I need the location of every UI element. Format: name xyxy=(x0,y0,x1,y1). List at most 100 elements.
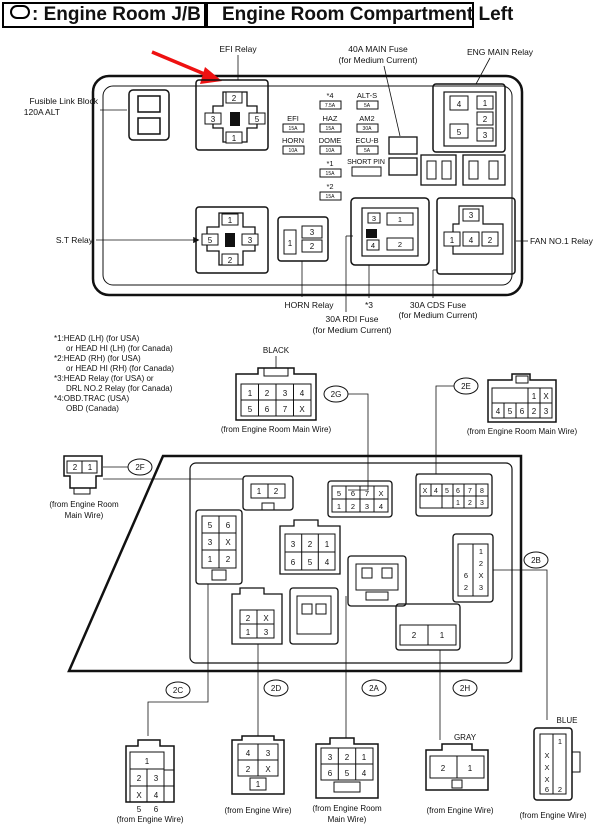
alt-120a-label: 120A ALT xyxy=(24,107,60,117)
header-title-left: : Engine Room J/B xyxy=(32,4,201,25)
eng-main-pin: 4 xyxy=(457,100,462,109)
connector-2d-pin: 4 xyxy=(246,749,251,758)
connector-2f-pin: 1 xyxy=(88,463,93,472)
inner-pin: 1 xyxy=(246,628,251,637)
inner-pin: 2 xyxy=(246,614,251,623)
inner-pin: 7 xyxy=(365,489,369,498)
horn-relay xyxy=(277,216,329,262)
connector-2g-pin: 2 xyxy=(265,389,270,398)
lower-block-outline xyxy=(67,454,523,673)
connector-2h-tag xyxy=(452,679,478,697)
connector-2a-id: 2A xyxy=(369,684,379,693)
connector-2g-pin: 3 xyxy=(283,389,288,398)
head-relay-pin: 3 xyxy=(372,214,376,223)
efi-relay-pin: 5 xyxy=(255,115,260,124)
efi-relay-pin: 3 xyxy=(211,115,216,124)
inner-pin: 1 xyxy=(257,487,262,496)
connector-2c-pin: 6 xyxy=(154,805,159,814)
st-relay-pin: 2 xyxy=(228,256,233,265)
connector-2b-pin: X xyxy=(544,751,549,760)
connector-2e-pin: 2 xyxy=(532,407,537,416)
eng-main-pin: 3 xyxy=(483,131,488,140)
connector-2a-pin: 5 xyxy=(345,769,350,778)
connector-2e-wire: (from Engine Room Main Wire) xyxy=(467,427,578,436)
header-location-title: Engine Room Compartment Left xyxy=(206,2,513,28)
fuse-name-alt-s: ALT-S xyxy=(357,91,377,100)
head-relay-pin: 1 xyxy=(398,215,402,224)
footnote: *3:HEAD Relay (for USA) or xyxy=(54,374,154,383)
st-relay-pin: 3 xyxy=(248,236,253,245)
fuse-rating-star1: 15A xyxy=(326,171,336,177)
fuse-name-star2: *2 xyxy=(326,182,333,191)
footnote: DRL NO.2 Relay (for Canada) xyxy=(66,384,173,393)
connector-2f-pin: 2 xyxy=(73,463,78,472)
footnotes: *1:HEAD (LH) (for USA) or HEAD HI (LH) (… xyxy=(54,334,174,413)
inner-pin: 3 xyxy=(480,500,484,507)
main-fuse-40a xyxy=(388,136,418,176)
inner-pin: 2 xyxy=(308,540,313,549)
rdi-fuse-label: 30A RDI Fuse xyxy=(326,314,379,324)
head-relay-pin: 4 xyxy=(371,241,375,250)
inner-pin: 6 xyxy=(456,488,460,495)
main-fuse-label: 40A MAIN Fuse xyxy=(348,44,408,54)
fuse-rating-haz: 15A xyxy=(326,126,336,132)
inner-2d-socket xyxy=(231,587,283,645)
inner-keyed-socket-2 xyxy=(289,587,339,645)
inner-pin: 2 xyxy=(351,502,355,511)
eng-main-pin: 2 xyxy=(483,115,488,124)
page-header: : Engine Room J/B Engine Room Compartmen… xyxy=(0,0,604,34)
fuse-name-haz: HAZ xyxy=(323,114,338,123)
fuse-grid: EFI 15A HORN 10A *4 7.5A HAZ 15A DOME 10… xyxy=(282,91,385,201)
inner-pin: 6 xyxy=(464,571,468,580)
connector-2g-pin: 4 xyxy=(300,389,305,398)
connector-2d-id: 2D xyxy=(271,684,281,693)
footnote: or HEAD HI (RH) (for Canada) xyxy=(66,364,174,373)
eng-main-pin: 1 xyxy=(483,99,488,108)
connector-2c-id: 2C xyxy=(173,686,183,695)
st-relay-label: S.T Relay xyxy=(56,235,94,245)
inner-pin: 2 xyxy=(226,555,231,564)
connector-2d-tag xyxy=(263,679,289,697)
star3-label: *3 xyxy=(365,300,373,310)
fuse-rating-ecu-b: 5A xyxy=(364,148,371,154)
fan-relay-pin: 3 xyxy=(469,211,474,220)
main-fuse-sublabel: (for Medium Current) xyxy=(339,55,418,65)
connector-2h-id: 2H xyxy=(460,684,470,693)
inner-pin: X xyxy=(423,488,428,495)
fan-relay xyxy=(436,197,516,275)
connector-2c-pin: X xyxy=(136,791,142,800)
inner-pin: 5 xyxy=(308,558,313,567)
cds-fuse-label: 30A CDS Fuse xyxy=(410,300,466,310)
connector-2g-pin: 1 xyxy=(248,389,253,398)
connector-2c-pin: 2 xyxy=(137,774,142,783)
connector-2b-id: 2B xyxy=(531,556,541,565)
inner-2f-socket xyxy=(242,475,294,511)
inner-pin: 2 xyxy=(412,631,417,640)
inner-pin: 2 xyxy=(274,487,279,496)
inner-pin: 6 xyxy=(291,558,296,567)
connector-2c-pin: 1 xyxy=(145,757,150,766)
inner-2g-socket xyxy=(327,480,393,518)
inner-pin: 4 xyxy=(379,502,383,511)
horn-relay-label: HORN Relay xyxy=(284,300,334,310)
inner-pin: 3 xyxy=(365,502,369,511)
inner-pin: 8 xyxy=(480,488,484,495)
fuse-name-ecu-b: ECU-B xyxy=(355,136,378,145)
eng-main-label: ENG MAIN Relay xyxy=(467,47,534,57)
connector-2a xyxy=(315,737,379,799)
inner-2a-socket xyxy=(279,519,341,575)
connector-2e-pin: X xyxy=(543,392,549,401)
connector-2e xyxy=(487,373,557,423)
junction-block-outline xyxy=(91,74,524,297)
horn-relay-pin: 3 xyxy=(310,228,315,237)
fan-relay-pin: 2 xyxy=(488,236,493,245)
short-pin-label: SHORT PIN xyxy=(347,159,385,166)
connector-2g-pin: 7 xyxy=(283,405,288,414)
inner-2h-socket xyxy=(395,603,461,651)
connector-2g xyxy=(235,367,317,421)
connector-2e-pin: 6 xyxy=(520,407,525,416)
inner-pin: 1 xyxy=(440,631,445,640)
cds-fuse-sublabel: (for Medium Current) xyxy=(399,310,478,320)
inner-pin: 6 xyxy=(351,489,355,498)
connector-2h-pin: 1 xyxy=(468,764,473,773)
